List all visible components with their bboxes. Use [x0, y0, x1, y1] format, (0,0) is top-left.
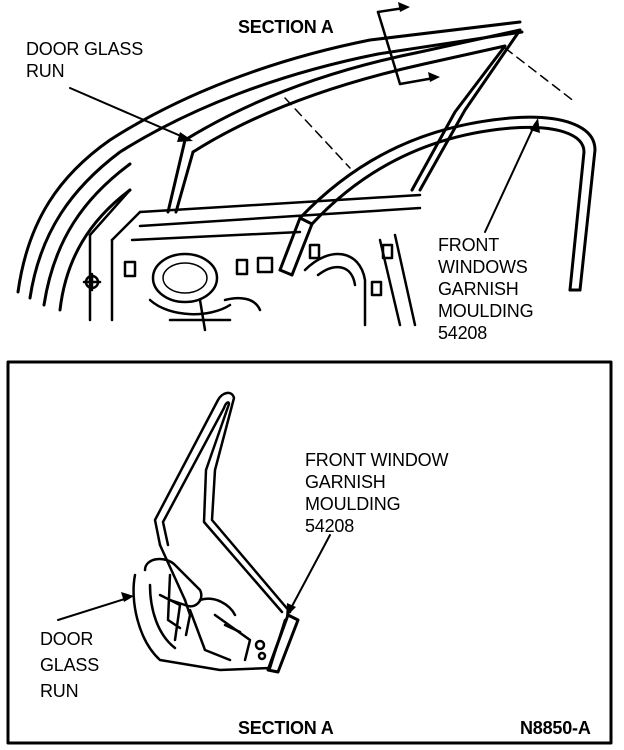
section-arrowheads	[398, 2, 440, 82]
door-glass-run-line-1: DOOR GLASS	[26, 39, 144, 59]
section-leader-lines	[57, 534, 331, 621]
door-glass-run-line-2: RUN	[26, 61, 65, 81]
door-glass-run-label: DOOR GLASS RUN	[26, 38, 143, 82]
garnish-label-line-3: GARNISH	[438, 279, 519, 299]
figure-code: N8850-A	[520, 718, 591, 738]
section-glass-run-line-3: RUN	[40, 681, 79, 701]
glass-run-profile	[153, 391, 292, 614]
section-view-box	[6, 360, 613, 745]
section-garnish-line-2: GARNISH	[305, 472, 386, 492]
garnish-profile	[266, 613, 300, 674]
garnish-moulding-part	[278, 115, 597, 292]
section-glass-run-line-2: GLASS	[40, 655, 100, 675]
section-garnish-line-1: FRONT WINDOW	[305, 450, 449, 470]
section-a-caption: SECTION A	[238, 718, 334, 738]
door-inner-panel	[82, 188, 417, 332]
section-a-title: SECTION A	[238, 17, 334, 37]
door-glass-run-frame	[166, 28, 522, 214]
glass-run-seal	[132, 557, 287, 672]
garnish-label-line-4: MOULDING	[438, 301, 534, 321]
section-garnish-line-4: 54208	[305, 516, 355, 536]
garnish-label-line-1: FRONT	[438, 235, 499, 255]
leader-lines	[69, 87, 536, 233]
garnish-label-line-2: WINDOWS	[438, 257, 528, 277]
section-garnish-line-3: MOULDING	[305, 494, 401, 514]
section-garnish-label: FRONT WINDOW GARNISH MOULDING 54208	[305, 449, 448, 537]
leader-arrowheads	[177, 118, 540, 142]
a-pillar	[16, 20, 524, 312]
section-leader-arrowheads	[121, 592, 296, 617]
door-belt-line	[130, 193, 422, 242]
section-door-glass-run-label: DOOR GLASS RUN	[40, 626, 99, 704]
section-glass-run-line-1: DOOR	[40, 629, 94, 649]
door-illustration	[16, 2, 597, 332]
garnish-label-line-5: 54208	[438, 323, 488, 343]
front-windows-garnish-label: FRONT WINDOWS GARNISH MOULDING 54208	[438, 234, 534, 344]
glass-dash-lines	[284, 47, 576, 169]
